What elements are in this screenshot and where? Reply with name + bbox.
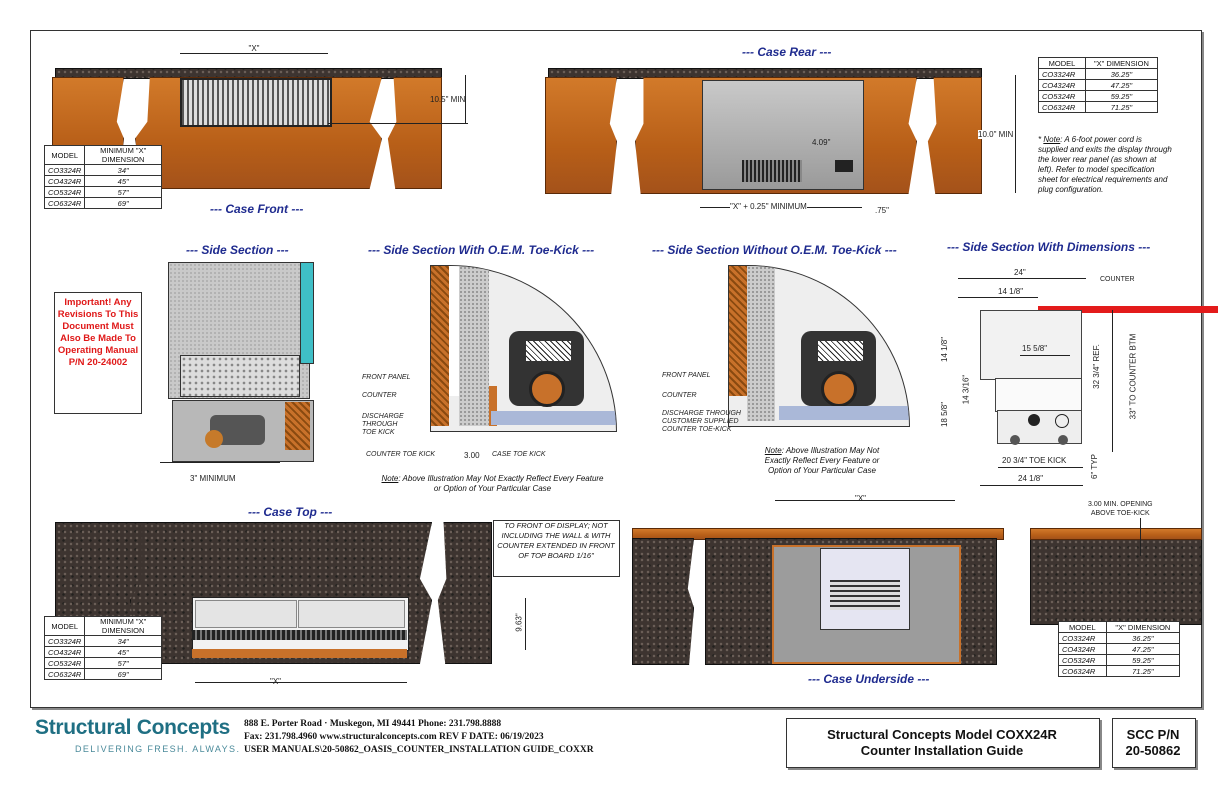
discharge-label: DISCHARGE THROUGH TOE KICK bbox=[362, 413, 404, 436]
rear-width-dim: "X" + 0.25" MINIMUM bbox=[730, 202, 807, 211]
title-line-1: Structural Concepts Model COXX24R bbox=[827, 727, 1057, 742]
pn-value: 20-50862 bbox=[1125, 743, 1181, 758]
side-section-title: --- Side Section --- bbox=[186, 243, 289, 257]
w14-18-dim: 14 1/8" bbox=[998, 287, 1024, 296]
part-number-block bbox=[1112, 718, 1196, 768]
typ6-dim: 6" TYP bbox=[1089, 454, 1099, 479]
top-x-dim: "X" bbox=[270, 677, 282, 686]
h14-316-dim: 14 3/16" bbox=[961, 374, 971, 405]
side-oem-title: --- Side Section With O.E.M. Toe-Kick --… bbox=[368, 243, 595, 257]
footer-path: USER MANUALS\20-50862_OASIS_COUNTER_INST… bbox=[244, 745, 594, 755]
important-revisions-box: Important! Any Revisions To This Documen… bbox=[54, 292, 142, 414]
brand-logo: Structural Concepts bbox=[35, 716, 230, 739]
discharge-label-2: DISCHARGE THROUGH CUSTOMER SUPPLIED COUN… bbox=[662, 410, 741, 433]
h14-18-dim: 14 1/8" bbox=[940, 336, 950, 363]
rear-075-dim: .75" bbox=[875, 206, 889, 215]
illustration-note-2: Note: Above Illustration May Not Exactly… bbox=[764, 446, 880, 475]
counter-label-2: COUNTER bbox=[662, 392, 697, 399]
brand-tagline: DELIVERING FRESH. ALWAYS. bbox=[75, 744, 241, 754]
case-front-title: --- Case Front --- bbox=[210, 202, 304, 216]
case-top-title: --- Case Top --- bbox=[248, 505, 333, 519]
front-x-dim: "X" bbox=[180, 44, 328, 54]
side-dims-title: --- Side Section With Dimensions --- bbox=[947, 240, 1151, 254]
to-counter-dim: 33" TO COUNTER BTM bbox=[1128, 333, 1138, 420]
side-no-oem-title: --- Side Section Without O.E.M. Toe-Kick… bbox=[652, 243, 897, 257]
h18-58-dim: 18 5/8" bbox=[940, 401, 950, 428]
rear-409-dim: 4.09" bbox=[812, 138, 831, 147]
counter-label: COUNTER bbox=[362, 392, 397, 399]
w24-dim: 24" bbox=[1014, 268, 1026, 277]
front-min-dim: 10.5" MIN bbox=[430, 95, 466, 104]
top-height-dim: 9.63" bbox=[514, 613, 524, 632]
ref-dim: 32 3/4" REF. bbox=[1091, 344, 1101, 389]
footer-fax: Fax: 231.798.4960 www.structuralconcepts… bbox=[244, 732, 544, 742]
case-underside-title: --- Case Underside --- bbox=[808, 672, 930, 686]
counter-dim-label: COUNTER bbox=[1100, 276, 1135, 283]
illustration-note-1: Note: Above Illustration May Not Exactly… bbox=[381, 474, 604, 493]
pn-label: SCC P/N bbox=[1126, 727, 1180, 742]
front-panel-label-2: FRONT PANEL bbox=[662, 372, 711, 379]
rear-min-dim: 10.0" MIN bbox=[978, 130, 1014, 139]
drawing-frame bbox=[30, 30, 1202, 708]
to-front-note: TO FRONT OF DISPLAY; NOT INCLUDING THE W… bbox=[497, 521, 615, 560]
toe-kick-dim: 20 3/4" TOE KICK bbox=[1002, 456, 1067, 465]
opening-dim: 3.00 MIN. OPENING ABOVE TOE-KICK bbox=[1088, 501, 1153, 517]
w15-58-dim: 15 5/8" bbox=[1022, 344, 1048, 353]
case-toe-kick-label: CASE TOE KICK bbox=[492, 451, 546, 458]
power-cord-note: * Note: A 6-foot power cord is supplied … bbox=[1038, 135, 1172, 194]
title-line-2: Counter Installation Guide bbox=[860, 743, 1024, 758]
counter-toe-kick-label: COUNTER TOE KICK bbox=[366, 451, 436, 458]
case-rear-title: --- Case Rear --- bbox=[742, 45, 832, 59]
underside-x-dim: "X" bbox=[855, 494, 867, 503]
w24-18-dim: 24 1/8" bbox=[1018, 474, 1044, 483]
footer-address: 888 E. Porter Road · Muskegon, MI 49441 … bbox=[244, 719, 502, 729]
title-block bbox=[786, 718, 1100, 768]
front-panel-label: FRONT PANEL bbox=[362, 374, 411, 381]
three-minimum-dim: 3" MINIMUM bbox=[190, 474, 236, 483]
three-00-dim: 3.00 bbox=[464, 451, 480, 460]
